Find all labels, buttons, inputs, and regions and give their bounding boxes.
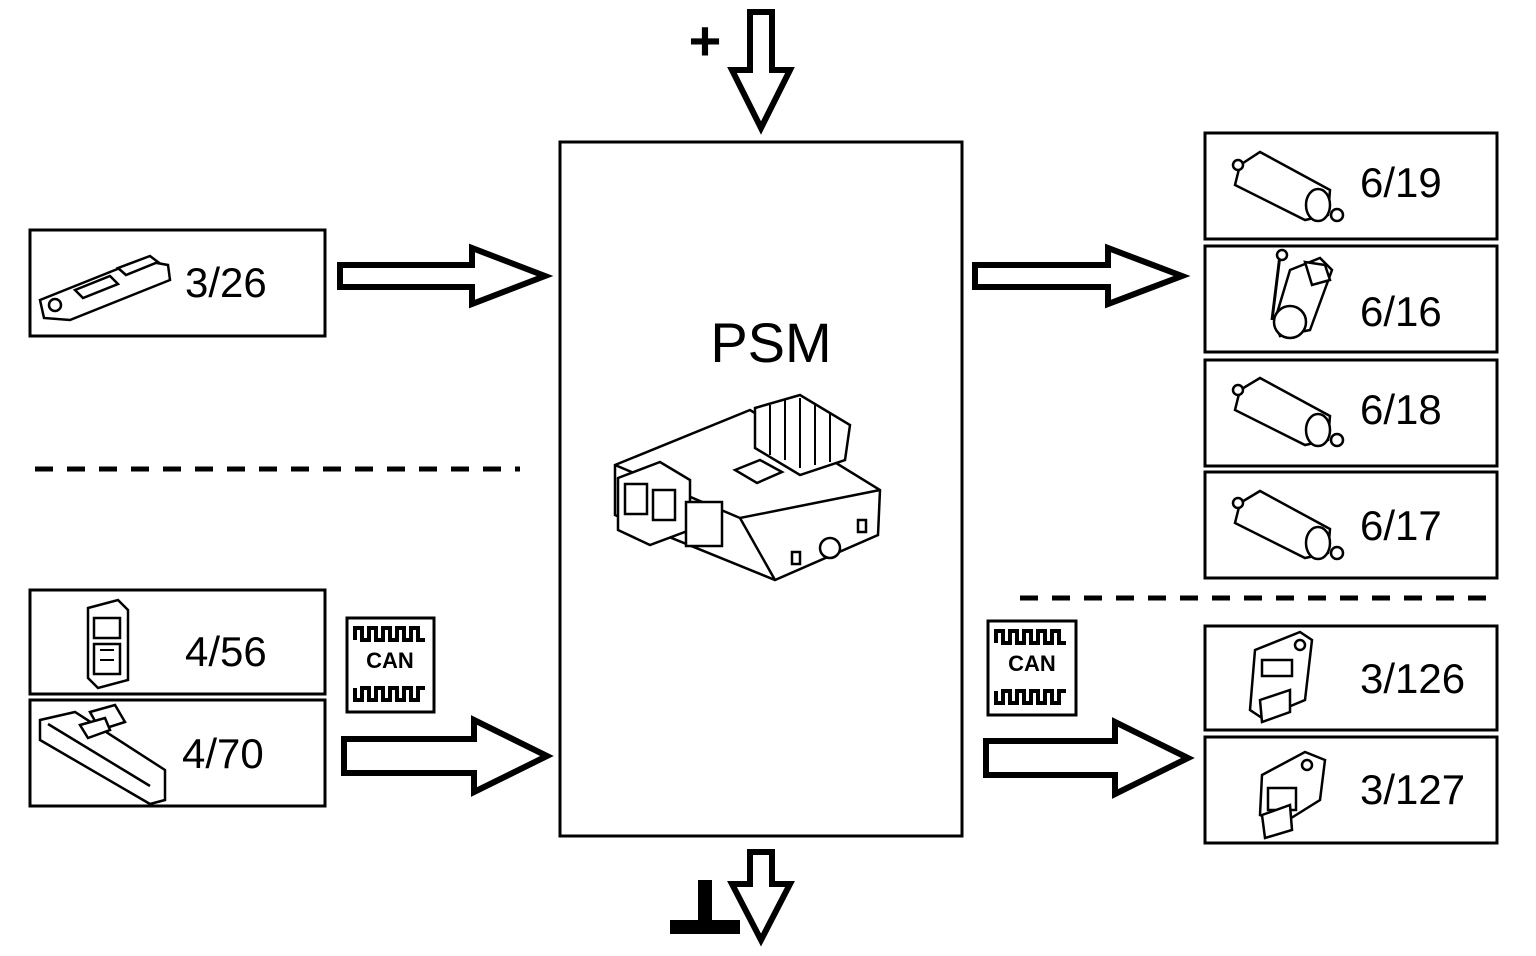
can-label: CAN [1008, 651, 1056, 676]
input-arrow-can [341, 715, 554, 797]
output-label: 6/17 [1360, 502, 1442, 549]
output-label: 6/16 [1360, 288, 1442, 335]
switch-panel-icon [38, 254, 172, 322]
ground-symbol [670, 880, 740, 934]
can-bus-icon-right: CAN [986, 619, 1078, 717]
power-in-arrow [727, 9, 795, 135]
motor-icon [1231, 489, 1345, 561]
mirror-control-icon [38, 703, 167, 806]
can-label: CAN [366, 648, 414, 673]
input-box-4-56 [28, 588, 327, 696]
output-arrow-actuators [972, 243, 1191, 309]
ground-out-arrow [727, 849, 795, 947]
input-label: 4/70 [182, 730, 264, 777]
connector-module-icon [1248, 630, 1314, 724]
psm-control-unit-icon [613, 393, 882, 582]
input-label: 3/26 [185, 259, 267, 306]
module-title: PSM [710, 311, 831, 374]
control-unit-icon [86, 598, 130, 690]
output-label: 3/126 [1360, 655, 1465, 702]
output-arrow-can [983, 717, 1195, 799]
motor-icon [1231, 150, 1345, 223]
output-box-6-16 [1203, 244, 1499, 354]
motor-icon [1231, 376, 1345, 448]
output-label: 3/127 [1360, 766, 1465, 813]
input-arrow-3-26 [337, 243, 554, 309]
connector-module-icon [1258, 750, 1327, 840]
output-label: 6/18 [1360, 386, 1442, 433]
input-box-3-26 [28, 228, 327, 338]
output-label: 6/19 [1360, 159, 1442, 206]
motor-linkage-icon [1270, 248, 1334, 340]
can-bus-icon-left: CAN [345, 616, 436, 714]
input-label: 4/56 [185, 628, 267, 675]
output-box-3-127 [1203, 735, 1499, 845]
positive-terminal-symbol: + [689, 9, 722, 72]
